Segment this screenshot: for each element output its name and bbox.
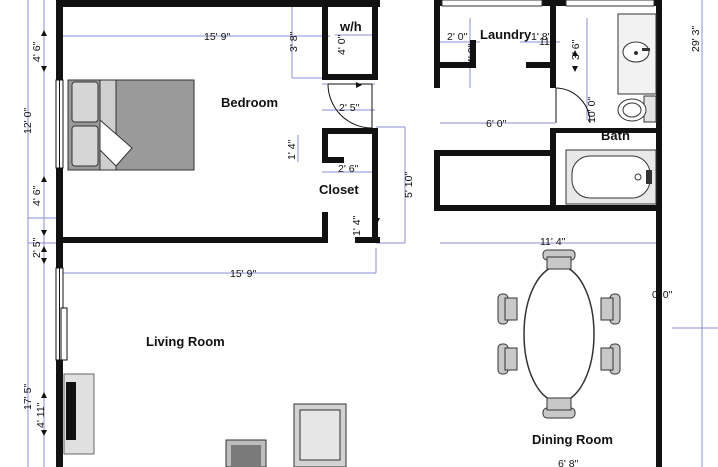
dim-laundry-w: 2' 0" [447,31,468,43]
dimension-arrows [41,30,578,436]
dim-bath-vert: 3' 6" [570,39,582,60]
walls [56,0,662,467]
dim-closet-depth: 2' 6" [338,163,359,175]
dim-wh-inner: 4' 0" [336,34,348,55]
appliance-icon [441,0,655,7]
room-label-closet: Closet [319,182,359,197]
dim-laundry-b: 11" [539,36,554,48]
dim-total-right: 29' 3" [690,26,702,52]
dim-door: 2' 5" [339,102,360,114]
room-label-dining: Dining Room [532,432,613,447]
sink-icon [617,13,657,95]
dim-left-low: 2' 5" [31,237,43,258]
windows [55,79,68,361]
dim-living-height: 17' 5" [22,384,34,410]
dim-closet-w: 1' 4" [286,139,298,160]
dim-left-height: 12' 0" [22,108,34,134]
dim-bottom-partial: 6' 8" [558,458,579,467]
chair-icon [497,249,621,419]
dim-laundry-h: 4' 0" [466,43,478,64]
dim-left-top: 4' 6" [31,41,43,62]
side-table-icon [225,439,267,467]
room-label-living: Living Room [146,334,225,349]
dim-living-sub: 4' 11" [35,402,47,428]
dimension-lines [27,0,718,467]
toilet-icon [617,95,657,123]
dim-right-gap: 0' 0" [652,289,673,301]
dim-hall-width: 6' 0" [486,118,507,130]
dim-bath-left: 10' 0" [586,97,598,123]
dim-living-width: 15' 9" [230,268,256,280]
dim-wh-height: 3' 8" [288,31,300,52]
dim-closet-mid: 5' 10" [403,172,415,198]
room-label-bedroom: Bedroom [221,95,278,110]
dimension-labels: 15' 9" 15' 9" 2' 0" 1' 8" 11" 2' 5" 2' 6… [22,26,702,467]
dim-left-mid: 4' 6" [31,185,43,206]
dim-kitchen-width: 11' 4" [540,236,566,248]
bed-icon [67,79,195,171]
dim-closet-bot: 1' 4" [351,215,363,236]
bathtub-icon [565,149,657,205]
dim-bedroom-top-width: 15' 9" [204,31,230,43]
sofa-icon [293,403,347,467]
door-swings [327,83,591,129]
fireplace-icon [63,373,95,455]
dim-laundry-a: 1' 8" [531,31,552,43]
room-label-wh: w/h [339,19,362,34]
room-label-laundry: Laundry [480,27,532,42]
room-label-bath: Bath [601,128,630,143]
dining-table-icon [523,265,595,403]
